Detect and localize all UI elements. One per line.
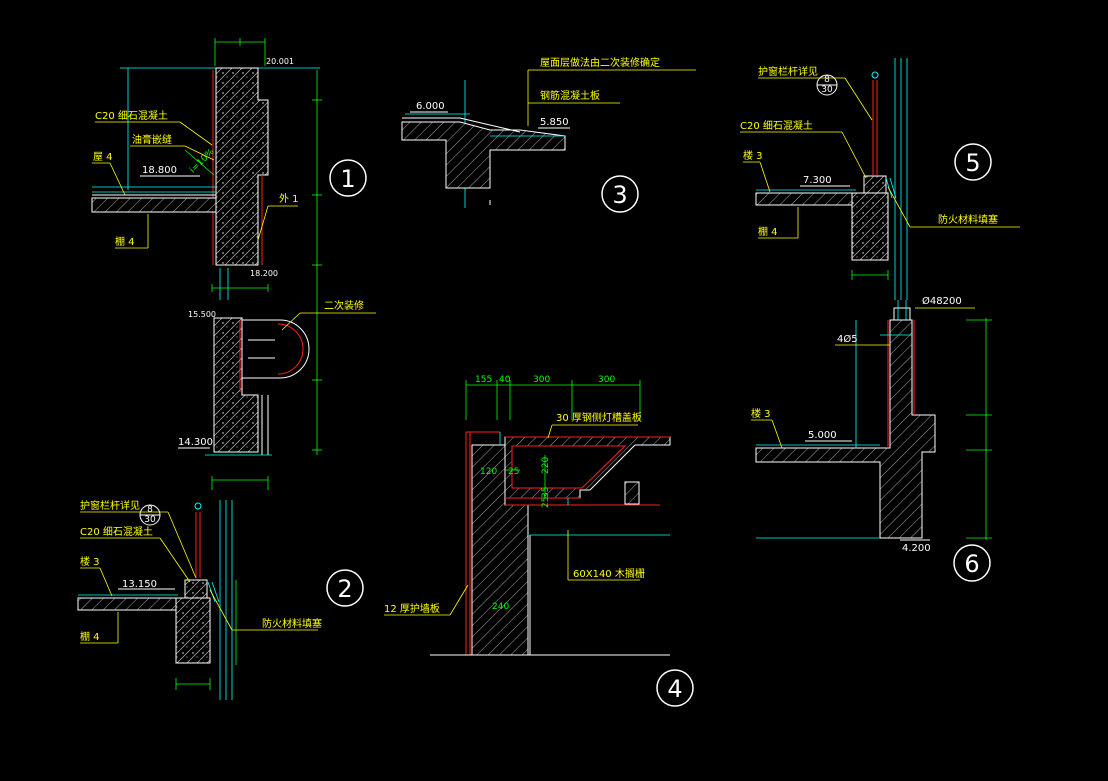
ref-top-5: 8 <box>824 75 830 85</box>
dim-inner-3: 35 <box>541 487 551 498</box>
detail-1: i=10% C20 细石混凝土 油膏嵌缝 屋 4 棚 4 外 1 18.800 … <box>91 38 376 490</box>
elev-6: 5.000 <box>808 430 837 441</box>
dim-inner-0: 120 <box>480 467 497 477</box>
floor-label-6: 楼 3 <box>751 407 771 420</box>
ceiling-label-1: 棚 4 <box>115 235 135 248</box>
dim-inner-1: 25 <box>508 467 519 477</box>
dim-4-1: 40 <box>499 375 511 385</box>
fire-label-2: 防火材料填塞 <box>262 617 322 630</box>
elev-2: 13.150 <box>122 579 157 590</box>
detail-number-6: 6 <box>964 550 979 578</box>
board-label: 12 厚护墙板 <box>384 602 440 615</box>
c20-label-2: C20 细石混凝土 <box>80 525 153 538</box>
rebar-label: 4Ø5 <box>837 333 858 345</box>
elev-roof: 18.800 <box>142 165 177 176</box>
detail-5: 护窗栏杆详见 C20 细石混凝土 楼 3 棚 4 防火材料填塞 7.300 8 … <box>740 58 1020 300</box>
concrete-label-3: 钢筋混凝土板 <box>540 89 600 102</box>
ceiling-label-2: 棚 4 <box>80 630 100 643</box>
detail-bubble-3 <box>601 175 639 213</box>
detail-2: 护窗栏杆详见 C20 细石混凝土 楼 3 棚 4 防火材料填塞 13.150 8… <box>77 499 364 700</box>
rail-label-5: 护窗栏杆详见 <box>758 65 818 78</box>
pipe-label: Ø48200 <box>922 295 962 307</box>
fire-label-5: 防火材料填塞 <box>938 213 998 226</box>
ceiling-label-5: 棚 4 <box>758 225 778 238</box>
detail-6: Ø48200 4Ø5 楼 3 5.000 4.200 6 <box>751 295 992 582</box>
dim-4-0: 155 <box>475 375 492 385</box>
wood-label: 60X140 木搁栅 <box>573 567 645 580</box>
ref-top-2: 8 <box>147 505 153 515</box>
rail-label-2: 护窗栏杆详见 <box>80 499 140 512</box>
seal-label: 油膏嵌缝 <box>132 133 172 146</box>
dim-4-2: 300 <box>533 375 550 385</box>
elev-6-low: 4.200 <box>902 543 931 554</box>
elev-3-right: 5.850 <box>540 117 569 128</box>
roof-label: 屋 4 <box>93 151 113 163</box>
elev-5: 7.300 <box>803 175 832 186</box>
detail-bubble-2 <box>326 569 364 607</box>
ext-label: 外 1 <box>279 193 299 205</box>
detail-bubble-4 <box>656 669 694 707</box>
elev-low: 14.300 <box>178 437 213 448</box>
detail-number-4: 4 <box>667 675 682 703</box>
detail-bubble-1 <box>329 159 367 197</box>
ref-bottom-2: 30 <box>144 515 156 525</box>
dim-inner-4: 25 <box>541 497 551 508</box>
detail-3: 屋面层做法由二次装修确定 钢筋混凝土板 6.000 5.850 3 <box>401 56 696 213</box>
detail-bubble-5 <box>954 143 992 181</box>
detail-bubble-6 <box>953 544 991 582</box>
detail-number-1: 1 <box>340 165 355 193</box>
floor-label-2: 楼 3 <box>80 555 100 568</box>
decor-label-1: 二次装修 <box>324 299 364 312</box>
dim-4-3: 300 <box>598 375 615 385</box>
ref-bottom-5: 30 <box>821 85 833 95</box>
detail-number-2: 2 <box>337 575 352 603</box>
detail-4: 155 40 300 300 30 厚钢侧灯槽盖板 60X140 木搁栅 12 … <box>384 375 694 707</box>
elev-top: 20.001 <box>266 57 294 66</box>
decor-label-3: 屋面层做法由二次装修确定 <box>540 56 660 69</box>
elev-mid: 15.500 <box>188 310 216 319</box>
elev-3-left: 6.000 <box>416 101 445 112</box>
dim-inner-2: 220 <box>541 457 551 474</box>
c20-label-5: C20 细石混凝土 <box>740 119 813 132</box>
floor-label-5: 楼 3 <box>743 149 763 162</box>
detail-number-5: 5 <box>965 149 980 177</box>
dim-bottom-4: 240 <box>492 602 509 612</box>
c20-label-1: C20 细石混凝土 <box>95 109 168 122</box>
detail-number-3: 3 <box>612 181 627 209</box>
plate-label: 30 厚钢侧灯槽盖板 <box>556 411 642 424</box>
elev-bottom: 18.200 <box>250 269 278 278</box>
